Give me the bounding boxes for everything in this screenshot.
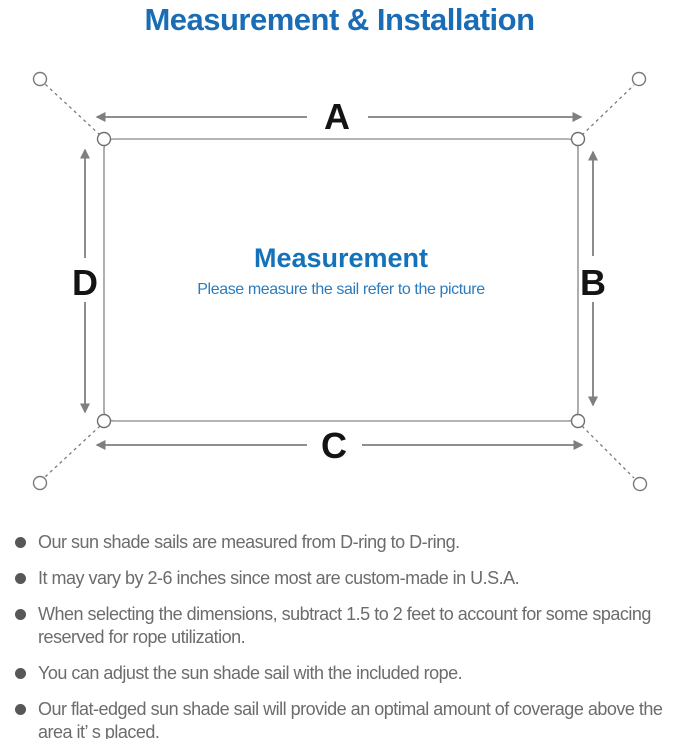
anchor-circle-bottom-left	[32, 475, 48, 491]
dimension-label-bottom: C	[321, 425, 347, 466]
sail-diagram-graphic: A B C D	[32, 71, 648, 492]
instruction-text: Our flat-edged sun shade sail will provi…	[38, 699, 663, 739]
rope-lines	[44, 83, 635, 479]
bullet-dot	[15, 537, 26, 548]
instruction-item: You can adjust the sun shade sail with t…	[14, 662, 668, 685]
anchor-circle-top-left	[32, 71, 48, 87]
dimension-arrows	[80, 112, 598, 450]
anchor-circle-bottom-right	[632, 476, 648, 492]
instruction-text: When selecting the dimensions, subtract …	[38, 604, 651, 647]
dimension-label-left: D	[72, 262, 98, 303]
instruction-item: When selecting the dimensions, subtract …	[14, 603, 668, 649]
d-ring-top-left	[96, 131, 112, 147]
rope-line-top-right	[581, 84, 635, 136]
rope-line-bottom-left	[44, 425, 101, 478]
anchor-points	[32, 71, 648, 492]
sail-outline	[103, 138, 579, 422]
anchor-circle-top-right	[631, 71, 647, 87]
instruction-list: Our sun shade sails are measured from D-…	[14, 531, 668, 739]
instruction-text: It may vary by 2-6 inches since most are…	[38, 568, 520, 588]
instruction-item: Our sun shade sails are measured from D-…	[14, 531, 668, 554]
bullet-dot	[15, 609, 26, 620]
measurement-diagram: A B C D Measurement Please measure the s…	[0, 60, 679, 520]
diagram-center-heading: Measurement	[253, 243, 429, 273]
page-title: Measurement & Installation	[144, 2, 535, 37]
bullet-dot	[15, 704, 26, 715]
rope-line-bottom-right	[581, 425, 635, 479]
bullet-dot	[15, 573, 26, 584]
d-ring-top-right	[570, 131, 586, 147]
d-rings	[96, 131, 586, 429]
bullet-dot	[15, 668, 26, 679]
diagram-center-text: Measurement Please measure the sail refe…	[104, 243, 578, 299]
d-ring-bottom-left	[96, 413, 112, 429]
dimension-label-top: A	[324, 96, 350, 137]
rope-line-top-left	[44, 83, 101, 136]
instruction-text: You can adjust the sun shade sail with t…	[38, 663, 463, 683]
diagram-center-subtitle: Please measure the sail refer to the pic…	[197, 281, 485, 298]
dimension-label-right: B	[580, 262, 606, 303]
instruction-item: Our flat-edged sun shade sail will provi…	[14, 698, 668, 739]
instruction-item: It may vary by 2-6 inches since most are…	[14, 567, 668, 590]
instruction-text: Our sun shade sails are measured from D-…	[38, 532, 460, 552]
d-ring-bottom-right	[570, 413, 586, 429]
